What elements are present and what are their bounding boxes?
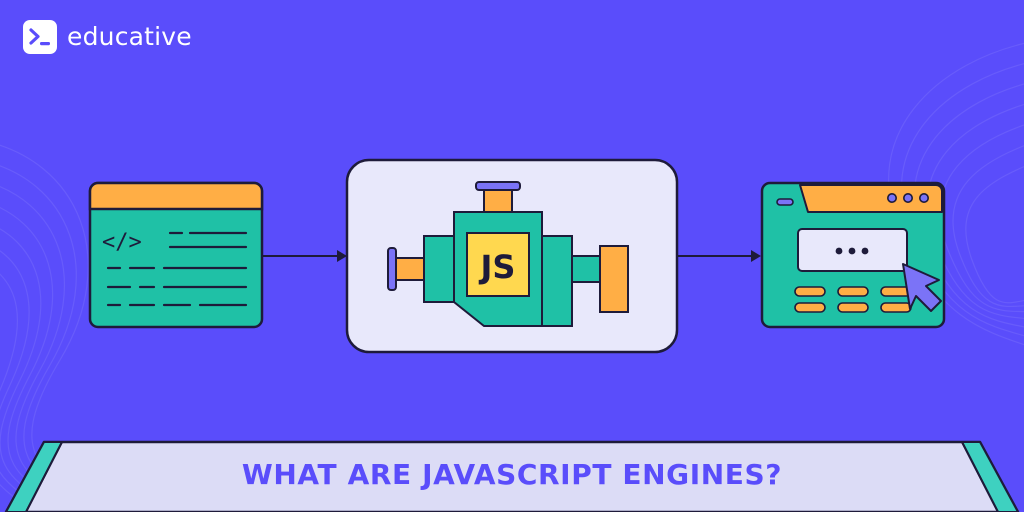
educative-logo[interactable]: educative	[23, 20, 192, 54]
output-buttons	[794, 286, 912, 313]
page-title: WHAT ARE JAVASCRIPT ENGINES?	[241, 458, 783, 491]
code-tag-icon: </>	[102, 230, 142, 255]
mouse-cursor-icon	[902, 263, 942, 312]
arrow-engine-to-output	[677, 250, 761, 262]
source-code-window: </>	[88, 181, 264, 329]
code-lines	[106, 231, 248, 307]
brand-name: educative	[67, 22, 192, 51]
terminal-prompt-icon	[23, 20, 57, 54]
engine-icon: JS	[387, 181, 629, 327]
window-control-dots	[886, 193, 929, 204]
ellipsis-icon	[835, 247, 869, 255]
output-browser-window	[760, 181, 946, 329]
arrow-code-to-engine	[262, 250, 347, 262]
js-label: JS	[479, 248, 516, 286]
